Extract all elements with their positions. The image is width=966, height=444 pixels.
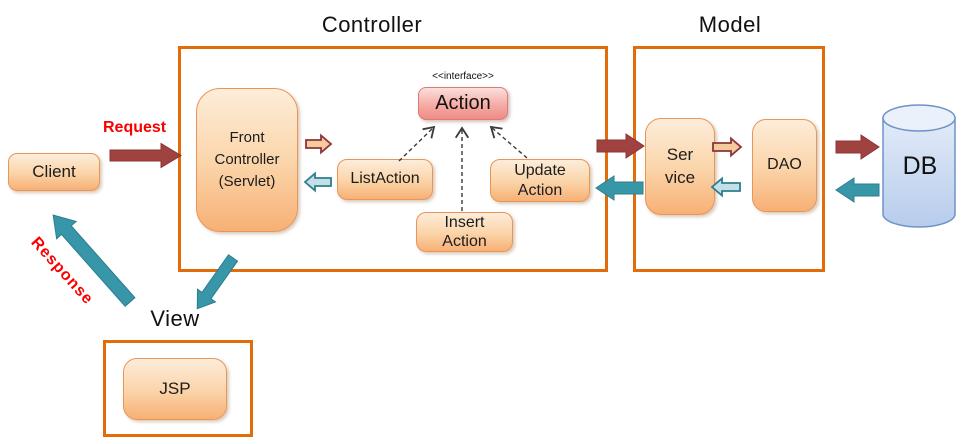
model-region <box>633 46 825 272</box>
service-label-line1: Ser <box>666 144 694 164</box>
model-region-title: Model <box>698 12 762 37</box>
view-region-title: View <box>150 306 200 331</box>
request-arrow <box>109 142 182 169</box>
front-controller-node: Front Controller (Servlet) <box>196 88 298 232</box>
action-interface-stereotype: <<interface>> <box>432 71 494 82</box>
view-region <box>103 340 253 437</box>
dao-node: DAO <box>752 119 817 212</box>
front-controller-label-line3: (Servlet) <box>218 172 276 190</box>
dao-to-db-arrow <box>835 134 880 160</box>
insert-action-node: Insert Action <box>416 212 513 252</box>
list-action-node: ListAction <box>337 159 433 200</box>
jsp-node: JSP <box>123 358 227 420</box>
jsp-label: JSP <box>159 378 191 398</box>
update-action-node: Update Action <box>490 159 590 202</box>
service-node: Ser vice <box>645 118 715 215</box>
front-controller-label-line2: Controller <box>214 151 280 169</box>
dao-label: DAO <box>767 156 802 174</box>
client-node: Client <box>8 153 100 191</box>
service-label-line2: vice <box>664 167 696 187</box>
update-action-label-line2: Action <box>517 181 563 199</box>
response-label: Response <box>27 234 97 309</box>
list-action-label: ListAction <box>350 170 420 188</box>
controller-region-title: Controller <box>321 12 423 37</box>
action-interface-node: Action <box>418 87 508 120</box>
db-to-dao-arrow <box>835 177 880 203</box>
front-controller-label-line1: Front <box>229 129 265 147</box>
action-interface-label: Action <box>435 92 491 114</box>
update-action-label-line1: Update <box>514 162 566 180</box>
insert-action-label-line2: Action <box>442 233 487 250</box>
request-label: Request <box>103 119 167 136</box>
client-label: Client <box>32 161 76 181</box>
insert-action-label-line1: Insert <box>444 213 485 231</box>
db-label: DB <box>902 152 938 180</box>
